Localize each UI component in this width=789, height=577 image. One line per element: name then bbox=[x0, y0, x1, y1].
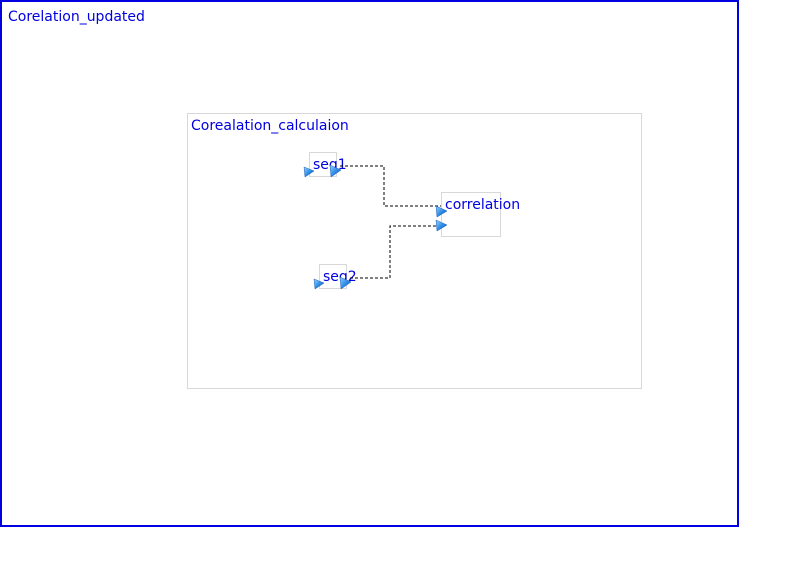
node-seq1[interactable]: seq1 bbox=[309, 152, 347, 177]
subworkflow-title: Corealation_calculaion bbox=[191, 118, 349, 134]
node-seq1-label: seq1 bbox=[313, 157, 347, 173]
workflow-title: Corelation_updated bbox=[8, 9, 145, 25]
outer-workflow-frame[interactable]: Corelation_updated bbox=[0, 0, 739, 527]
node-correlation[interactable]: correlation bbox=[441, 192, 520, 237]
node-seq2-label: seq2 bbox=[323, 269, 357, 285]
subworkflow-frame[interactable]: Corealation_calculaion bbox=[187, 113, 642, 389]
node-seq2[interactable]: seq2 bbox=[319, 264, 357, 289]
node-correlation-label: correlation bbox=[445, 197, 521, 213]
